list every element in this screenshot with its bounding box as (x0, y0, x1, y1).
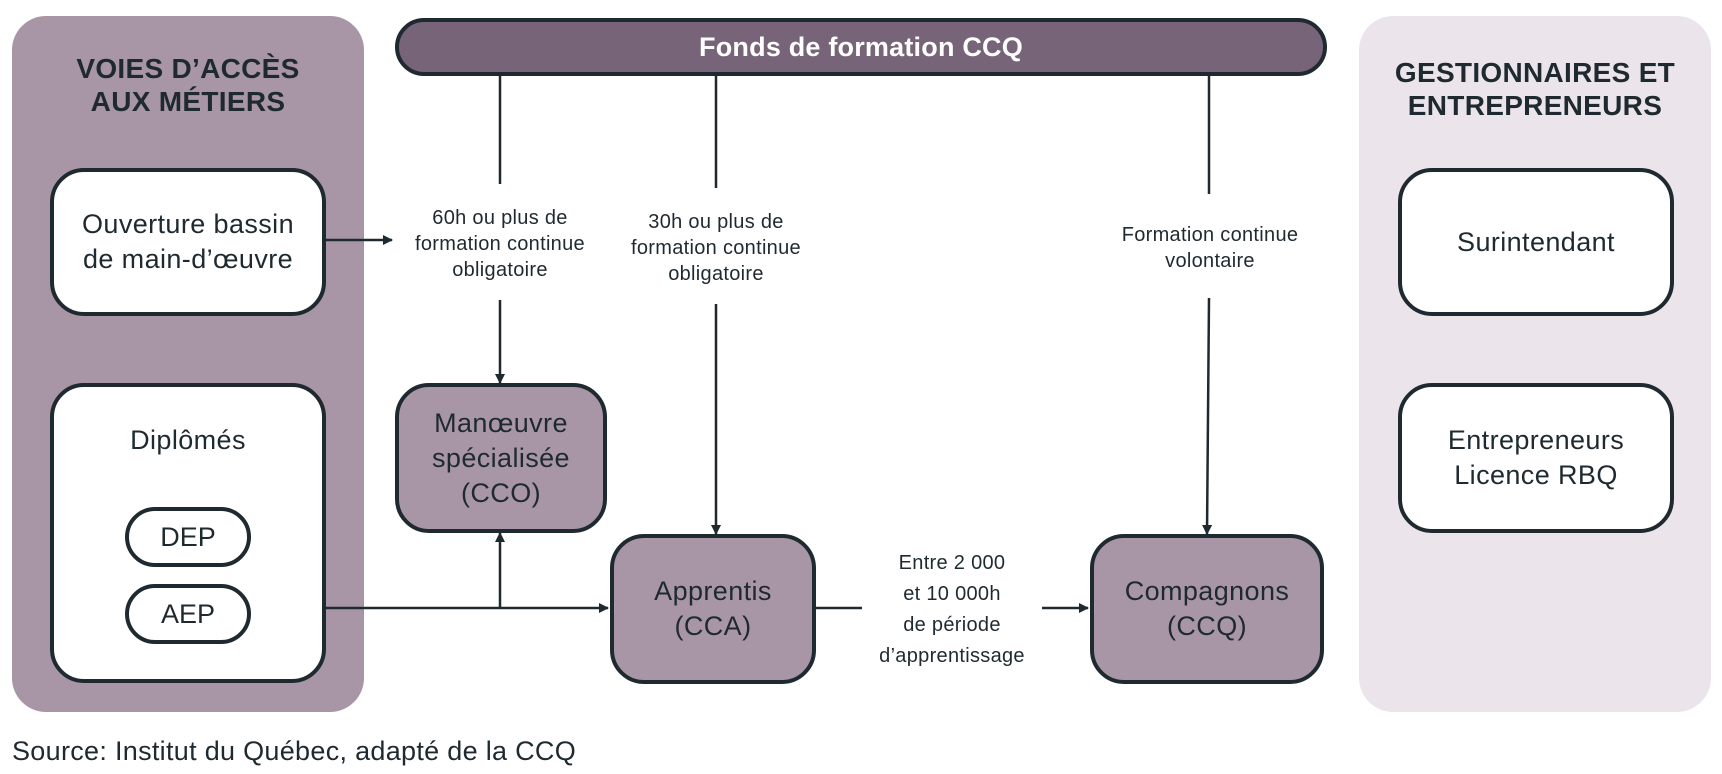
entrepreneurs-box: Entrepreneurs Licence RBQ (1398, 383, 1674, 533)
source-note: Source: Institut du Québec, adapté de la… (12, 736, 577, 766)
apprentis-box: Apprentis (CCA) (610, 534, 816, 684)
access-routes-title: VOIES D’ACCÈS AUX MÉTIERS (76, 53, 300, 117)
arrow-voluntary-to-compagnons (1202, 297, 1213, 535)
training-fund-bar: Fonds de formation CCQ (395, 18, 1327, 76)
manoeuvre-box: Manœuvre spécialisée (CCO) (395, 383, 607, 533)
label-60h-training: 60h ou plus de formation continue obliga… (408, 205, 592, 283)
superintendent-box: Surintendant (1398, 168, 1674, 316)
label-30h-training: 30h ou plus de formation continue obliga… (622, 209, 810, 287)
graduates-label: Diplômés (130, 425, 246, 455)
compagnons-box: Compagnons (CCQ) (1090, 534, 1324, 684)
labour-pool-box: Ouverture bassin de main-d’œuvre (50, 168, 326, 316)
label-voluntary-training: Formation continue volontaire (1112, 222, 1308, 274)
managers-entrepreneurs-title: GESTIONNAIRES ET ENTREPRENEURS (1394, 57, 1676, 121)
label-apprenticeship-period: Entre 2 000 et 10 000h de période d’appr… (864, 548, 1040, 672)
aep-pill: AEP (125, 584, 251, 644)
managers-entrepreneurs-panel: GESTIONNAIRES ET ENTREPRENEURS (1359, 16, 1711, 712)
dep-pill: DEP (125, 507, 251, 567)
